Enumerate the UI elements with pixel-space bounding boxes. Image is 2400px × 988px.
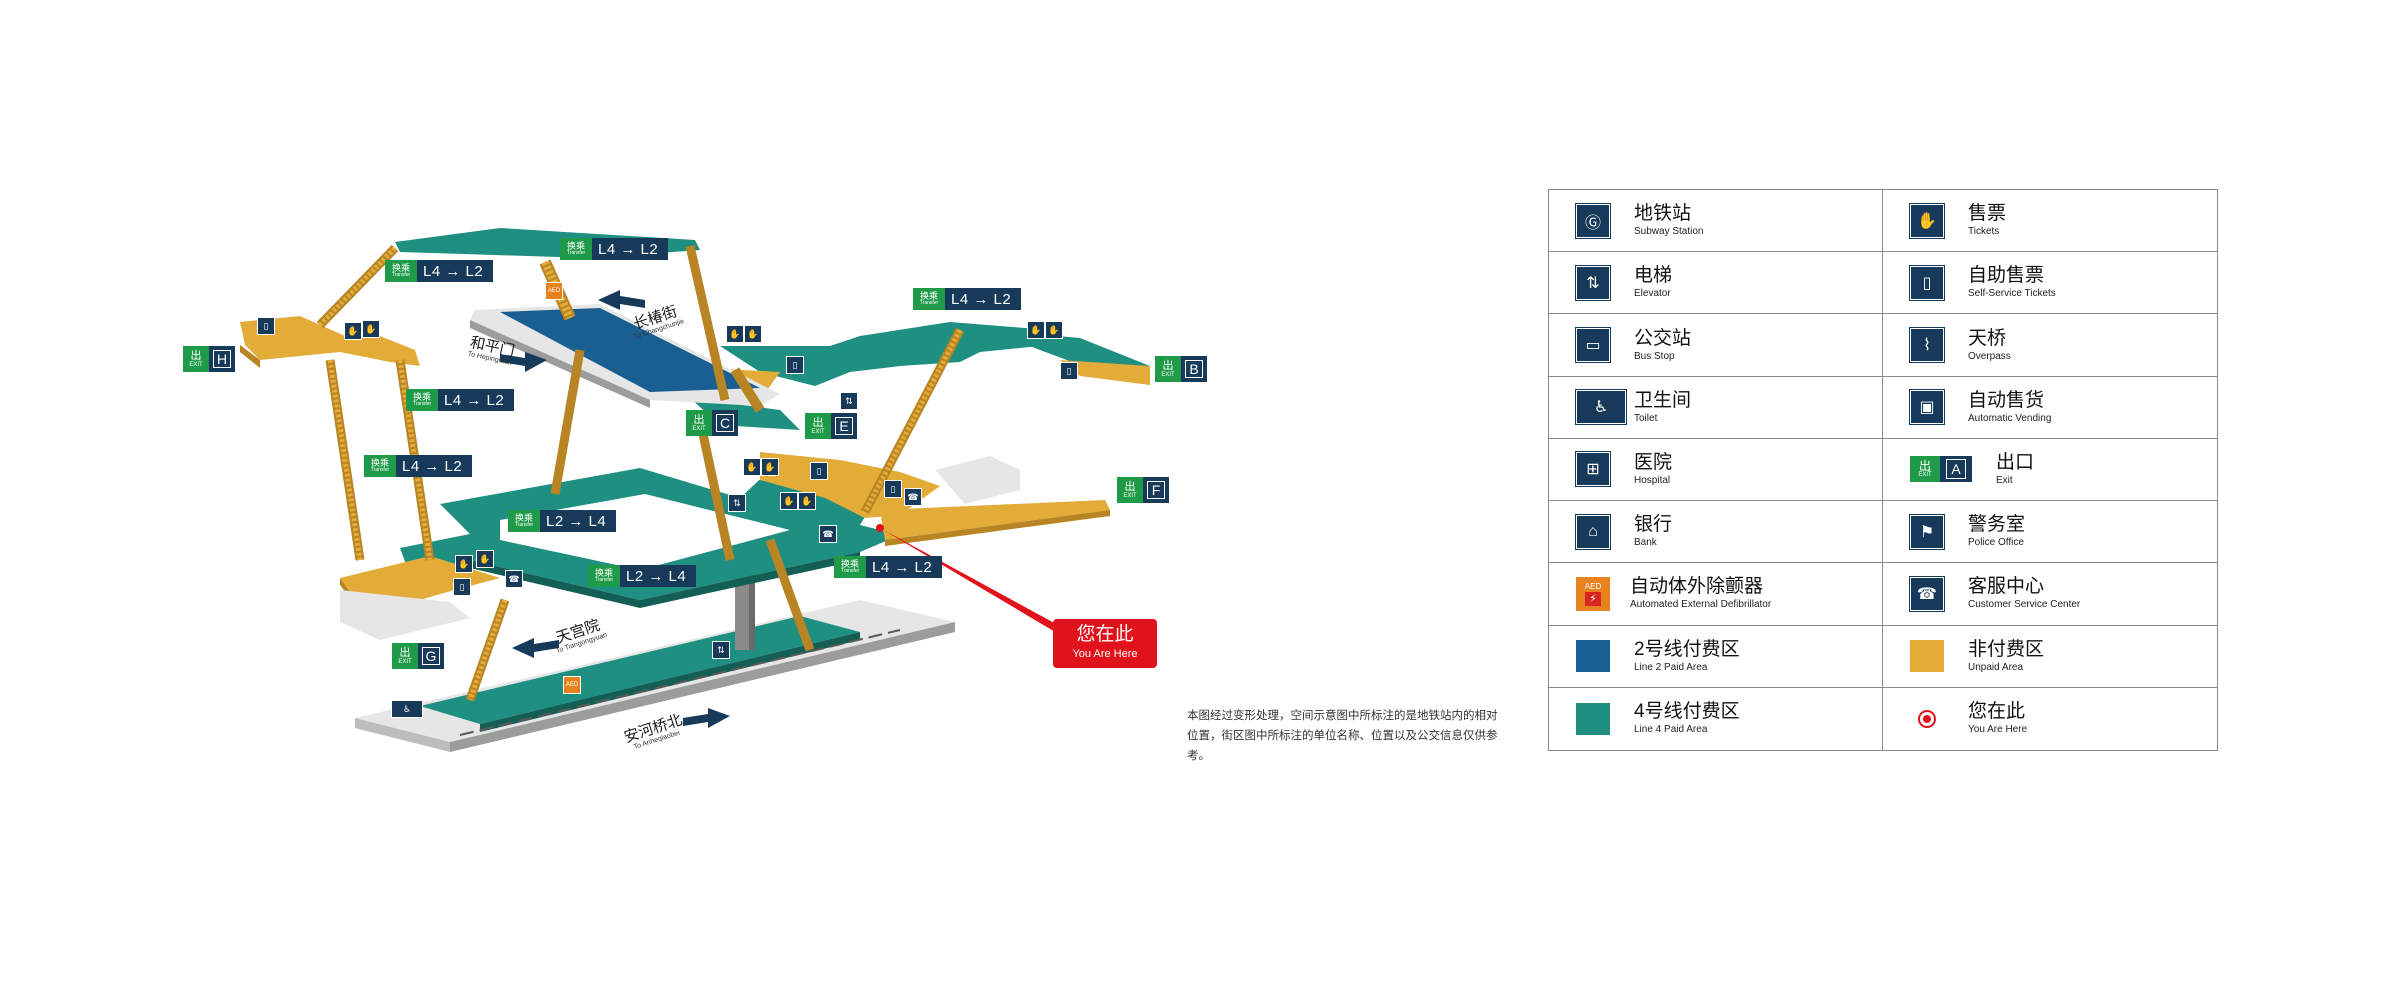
- customer-service-icon: ☎: [904, 488, 922, 506]
- arrow-to-anheqiaobei: [683, 708, 730, 728]
- transfer-route: L4 → L2: [598, 240, 659, 258]
- station-structure-drawing: [240, 228, 1150, 752]
- tickets-icon: ✋: [1027, 321, 1045, 339]
- transfer-route: L4 → L2: [444, 391, 505, 409]
- self-service-tickets-icon: ▯: [1060, 362, 1078, 380]
- tickets-icon: ✋: [362, 320, 380, 338]
- direction-arrows: [500, 290, 730, 728]
- automatic-vending-icon: ▣: [1909, 389, 1945, 426]
- line2-upper-platform: [395, 228, 780, 408]
- tickets-icon: ✋: [1909, 202, 1945, 239]
- tickets-icon: ✋: [455, 555, 473, 573]
- automatic-vending-icon: ✋: [761, 458, 779, 476]
- transfer-route: L4 → L2: [402, 457, 463, 475]
- transfer-route: L4 → L2: [872, 558, 933, 576]
- transfer-route: L4 → L2: [951, 290, 1012, 308]
- tickets-icon: ✋: [726, 325, 744, 343]
- elevator-icon: ⇅: [840, 392, 858, 410]
- automatic-vending-icon: ✋: [744, 325, 762, 343]
- arrow-to-tiangongyuan: [512, 638, 559, 658]
- automatic-vending-icon: ✋: [1045, 321, 1063, 339]
- tickets-icon: ▯: [257, 317, 275, 335]
- you-are-here-callout: 您在此 You Are Here: [1053, 619, 1157, 668]
- you-are-here-pointer: [876, 524, 1062, 636]
- arrow-to-changchunjie: [598, 290, 645, 310]
- subway-station-icon: Ⓖ: [1575, 202, 1611, 239]
- automatic-vending-icon: ✋: [344, 322, 362, 340]
- automatic-vending-icon: ✋: [476, 550, 494, 568]
- customer-service-icon: ☎: [819, 525, 837, 543]
- elevator-icon: ⇅: [1575, 264, 1611, 301]
- swatch-line2-icon: [1576, 640, 1610, 673]
- you-are-here-icon: [1910, 702, 1944, 736]
- overpass-icon: ⌇: [1909, 327, 1945, 364]
- bus-stop-icon: ▭: [1575, 327, 1611, 364]
- elevator-icon: ⇅: [728, 494, 746, 512]
- aed-icon: AED: [545, 282, 563, 300]
- hospital-icon: ⊞: [1575, 451, 1611, 488]
- bank-icon: ⌂: [1575, 513, 1611, 550]
- self-service-tickets-icon: ▯: [786, 356, 804, 374]
- automatic-vending-icon: ✋: [798, 492, 816, 510]
- self-service-tickets-icon: ▯: [884, 480, 902, 498]
- tickets-icon: ✋: [780, 492, 798, 510]
- customer-service-icon: ☎: [1909, 575, 1945, 612]
- customer-service-icon: ☎: [505, 570, 523, 588]
- unpaid-area-northwest: [240, 316, 420, 368]
- swatch-line4-icon: [1576, 702, 1610, 735]
- tickets-icon: ✋: [743, 458, 761, 476]
- transfer-route: L2 → L4: [626, 567, 687, 585]
- toilet-icon: ♿: [1575, 389, 1627, 426]
- self-service-tickets-icon: ▯: [453, 578, 471, 596]
- toilet-icon: ♿: [391, 700, 423, 718]
- aed-icon: AED: [563, 676, 581, 694]
- transfer-route: L4 → L2: [423, 262, 484, 280]
- arrow-to-hepingmen: [500, 352, 547, 372]
- disclaimer-note: 本图经过变形处理，空间示意图中所标注的是地铁站内的相对位置，街区图中所标注的单位…: [1187, 710, 1498, 762]
- elevator-icon: ⇅: [712, 641, 730, 659]
- self-service-tickets-icon: ▯: [1909, 264, 1945, 301]
- transfer-route: L2 → L4: [546, 512, 607, 530]
- aed-icon: AED⚡: [1576, 576, 1610, 611]
- police-office-icon: ⚑: [1909, 513, 1945, 550]
- self-service-tickets-icon: ▯: [810, 462, 828, 480]
- swatch-unpaid-icon: [1910, 640, 1944, 673]
- unpaid-area-east: [760, 452, 1110, 546]
